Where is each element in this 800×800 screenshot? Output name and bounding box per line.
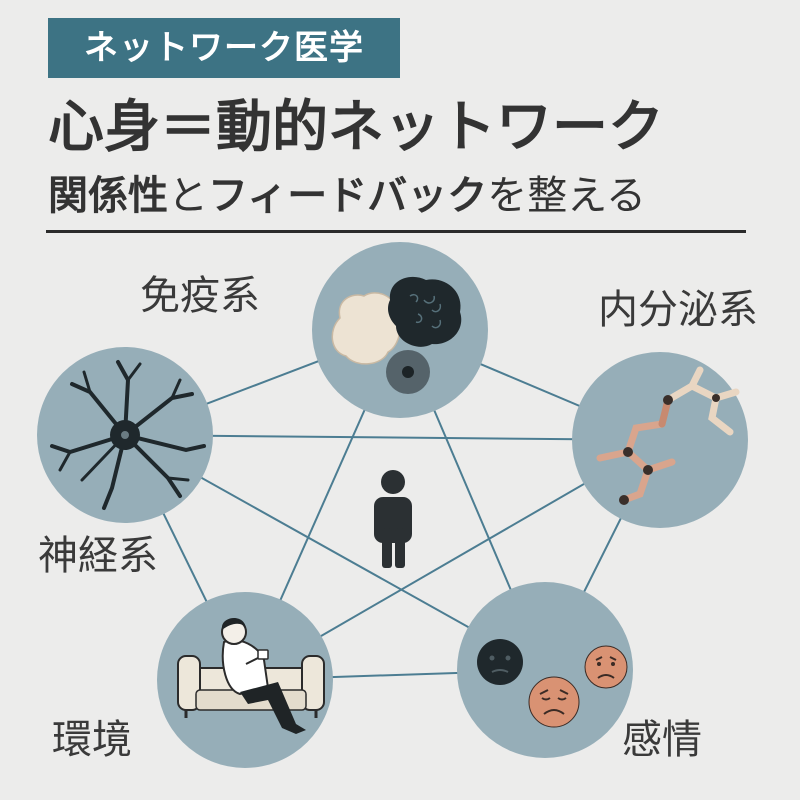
dark-face-icon — [477, 639, 523, 685]
sad-face-icon — [528, 676, 580, 728]
label-endocrine-system: 内分泌系 — [598, 287, 758, 333]
subheadline-part-adjust: を整える — [487, 173, 647, 219]
edge-nervous-endocrine — [124, 434, 661, 441]
node-emotion — [457, 582, 633, 758]
subheadline-part-feedback: フィードバック — [208, 173, 488, 219]
worried-face-icon — [584, 645, 628, 689]
node-immune — [312, 242, 488, 418]
subheadline-part-relationships: 関係性 — [48, 173, 168, 219]
section-tag: ネットワーク医学 — [48, 18, 400, 78]
immune-cells-icon — [331, 276, 462, 394]
subheadline-part-and: と — [168, 173, 208, 219]
headline: 心身＝動的ネットワーク — [48, 95, 664, 160]
node-nervous — [37, 347, 213, 523]
node-environment — [157, 592, 333, 768]
label-nervous-system: 神経系 — [38, 533, 158, 579]
sofa-person-icon — [177, 618, 325, 734]
label-immune-system: 免疫系 — [140, 273, 260, 319]
molecule-icon — [596, 366, 740, 505]
subheadline: 関係性とフィードバックを整える — [48, 168, 768, 224]
heading-underline — [46, 230, 746, 233]
node-endocrine — [572, 352, 748, 528]
label-environment: 環境 — [52, 717, 132, 763]
person-icon — [374, 470, 412, 568]
label-emotion: 感情 — [622, 717, 702, 763]
